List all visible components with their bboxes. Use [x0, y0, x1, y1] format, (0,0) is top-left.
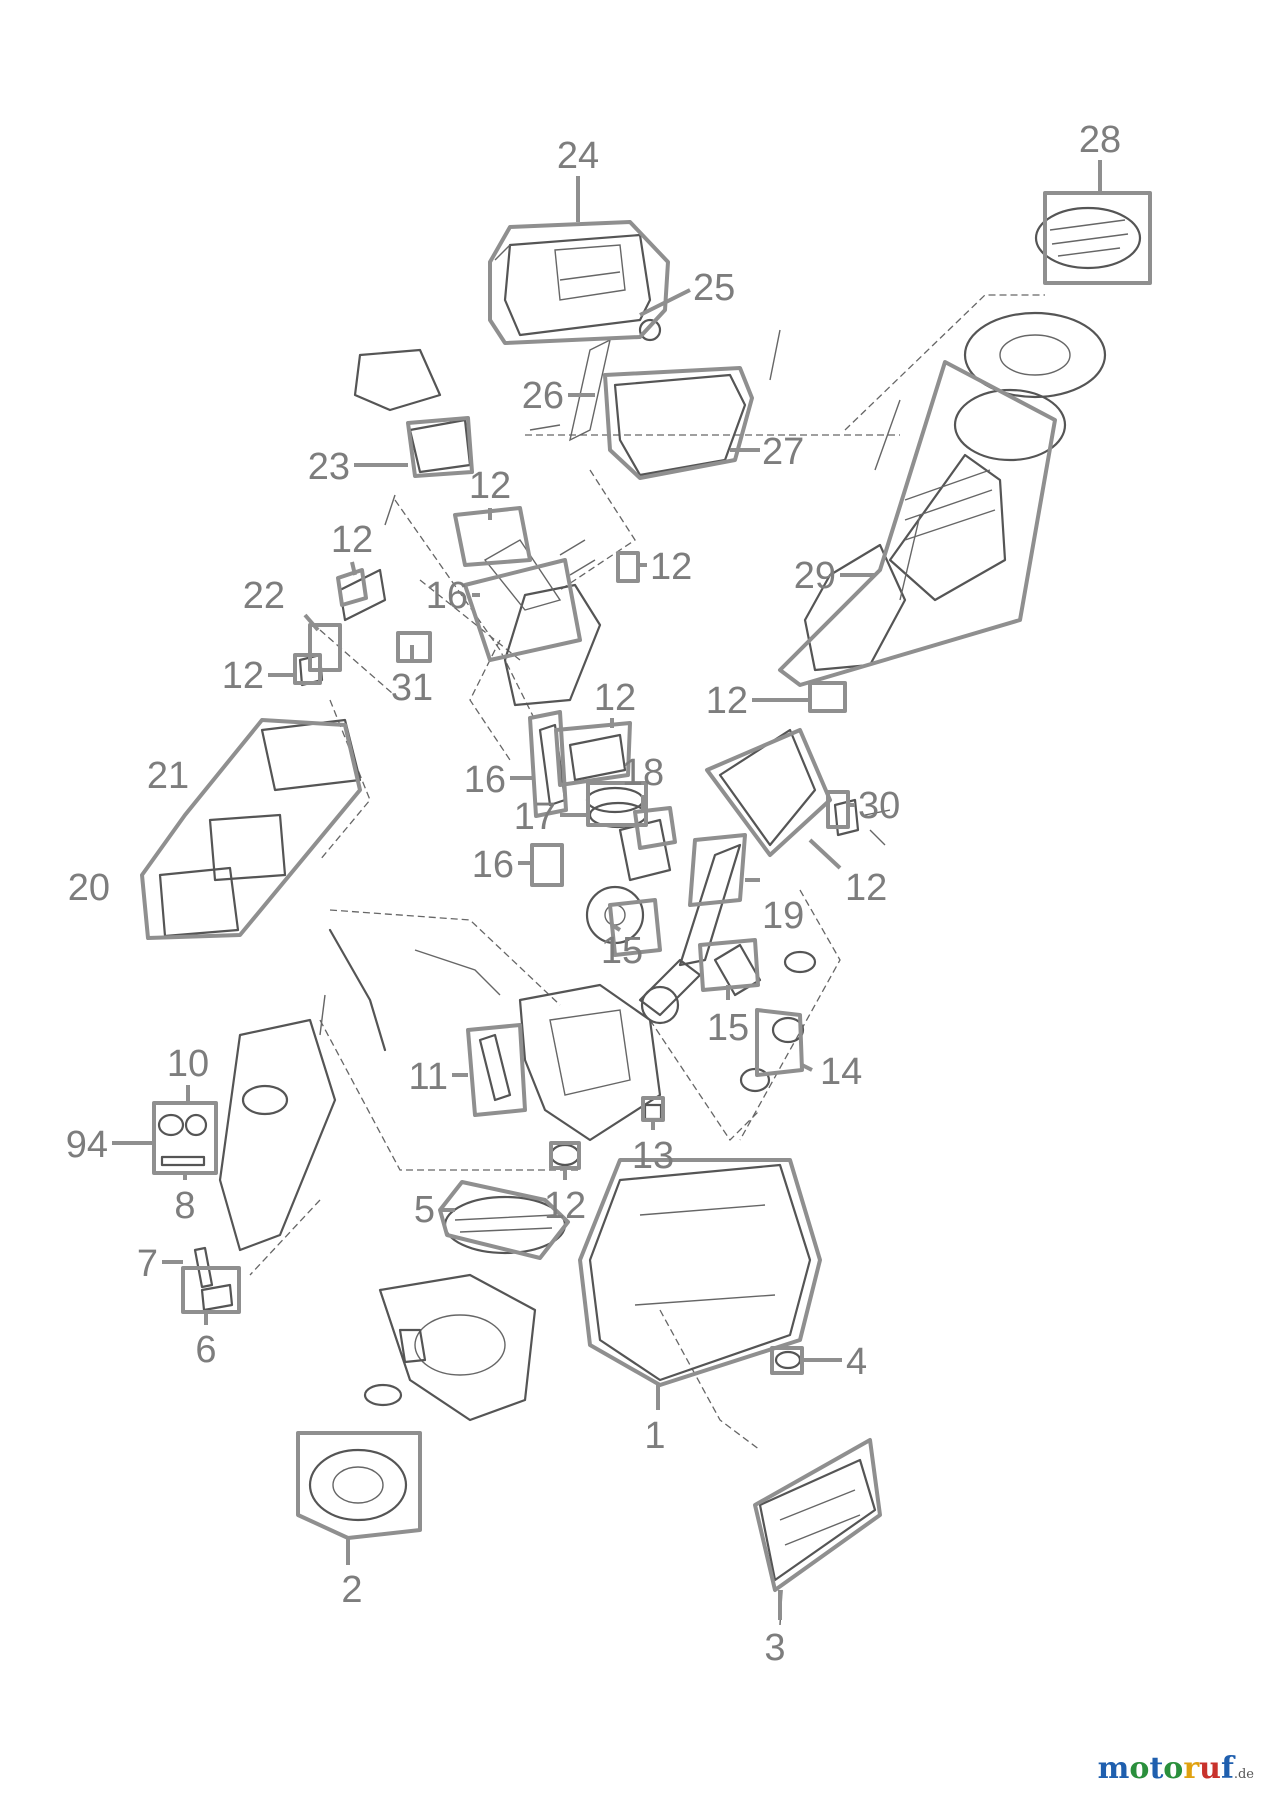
- watermark-domain-text: .de: [1233, 1767, 1254, 1782]
- callout-box-30: [826, 790, 850, 829]
- callout-box-12-upper: [453, 506, 532, 567]
- callout-box-15-lower: [698, 938, 760, 992]
- part-label-21: 21: [147, 755, 189, 797]
- part-label-12-carb: 12: [222, 655, 264, 697]
- callout-box-1: [578, 1158, 822, 1387]
- part-label-2: 2: [341, 1569, 362, 1611]
- part-label-22: 22: [243, 575, 285, 617]
- part-label-24: 24: [557, 135, 599, 177]
- callout-box-12-gasket: [554, 721, 632, 787]
- watermark-letter: o: [1129, 1751, 1150, 1786]
- watermark-letter: t: [1149, 1751, 1164, 1786]
- watermark-brand-text: motoruf: [1098, 1751, 1234, 1786]
- part-label-12-crank: 12: [544, 1185, 586, 1227]
- part-label-4: 4: [846, 1341, 867, 1383]
- part-label-27: 27: [762, 431, 804, 473]
- callout-boxes: [140, 191, 1152, 1592]
- part-label-31: 31: [391, 667, 433, 709]
- callout-box-2: [296, 1431, 422, 1540]
- part-number-labels: 24 28 25 26 27 23 12 12 16 22 12 12 29 3…: [66, 119, 1121, 1669]
- callout-box-17: [586, 781, 648, 827]
- callout-box-28: [1043, 191, 1152, 285]
- part-label-7: 7: [137, 1243, 158, 1285]
- part-label-12-gasket: 12: [594, 677, 636, 719]
- part-label-6: 6: [195, 1329, 216, 1371]
- leader-lines: [112, 160, 1102, 1620]
- callout-box-14: [755, 1008, 804, 1077]
- callout-box-21-20: [140, 718, 362, 940]
- part-label-16-upper: 16: [426, 575, 468, 617]
- part-label-14: 14: [820, 1051, 862, 1093]
- part-label-20: 20: [68, 867, 110, 909]
- part-label-30: 30: [858, 785, 900, 827]
- callout-box-27: [603, 366, 754, 480]
- part-label-23: 23: [308, 446, 350, 488]
- part-label-11: 11: [409, 1056, 448, 1098]
- callout-box-12-carb: [293, 653, 322, 685]
- part-label-12-top-left: 12: [331, 519, 373, 561]
- callout-box-22: [308, 623, 342, 672]
- part-label-16-mid: 16: [464, 759, 506, 801]
- callout-box-16-upper: [463, 558, 582, 662]
- part-label-5: 5: [414, 1189, 435, 1231]
- part-label-12-bearing: 12: [706, 680, 748, 722]
- callout-box-6-7: [181, 1266, 241, 1314]
- callout-box-18: [633, 806, 677, 850]
- callout-box-24: [488, 220, 670, 345]
- callout-box-3: [753, 1438, 882, 1592]
- part-label-16-lower: 16: [472, 844, 514, 886]
- callout-box-31: [396, 631, 432, 663]
- callout-box-12-bearing: [808, 681, 847, 713]
- part-label-8: 8: [174, 1185, 195, 1227]
- part-label-28: 28: [1079, 119, 1121, 161]
- part-label-12-cover: 12: [845, 867, 887, 909]
- callout-box-15-upper: [608, 898, 662, 957]
- part-label-3: 3: [764, 1627, 785, 1669]
- watermark-letter: r: [1183, 1751, 1200, 1786]
- part-label-12-seal: 12: [650, 546, 692, 588]
- part-label-94: 94: [66, 1124, 108, 1166]
- part-label-13: 13: [632, 1135, 674, 1177]
- callout-box-19: [688, 833, 747, 907]
- part-sketches: [157, 206, 1142, 1626]
- watermark-letter: f: [1220, 1751, 1234, 1786]
- part-label-10: 10: [167, 1043, 209, 1085]
- assembly-guide-lines: [249, 294, 1045, 1451]
- part-label-19: 19: [762, 895, 804, 937]
- part-label-29: 29: [794, 555, 836, 597]
- part-label-1: 1: [644, 1415, 665, 1457]
- callout-box-94: [152, 1101, 218, 1175]
- watermark-letter: o: [1163, 1751, 1184, 1786]
- callout-box-16-mid: [528, 710, 568, 818]
- watermark-letter: u: [1199, 1751, 1221, 1786]
- callout-box-16-lower: [530, 843, 564, 887]
- part-label-18: 18: [622, 752, 664, 794]
- part-label-15-lower: 15: [707, 1007, 749, 1049]
- callout-box-12-seal: [616, 551, 640, 583]
- part-label-12-top: 12: [469, 465, 511, 507]
- callout-box-23: [406, 416, 474, 478]
- part-label-15-upper: 15: [601, 930, 643, 972]
- part-label-25: 25: [693, 267, 735, 309]
- part-label-26: 26: [522, 375, 564, 417]
- part-label-17: 17: [514, 796, 556, 838]
- motoruf-watermark-logo: motoruf.de: [1098, 1751, 1254, 1786]
- watermark-letter: m: [1097, 1751, 1130, 1786]
- callout-box-29: [778, 360, 1057, 687]
- callout-box-11: [466, 1023, 527, 1117]
- callout-box-12-left: [336, 568, 368, 607]
